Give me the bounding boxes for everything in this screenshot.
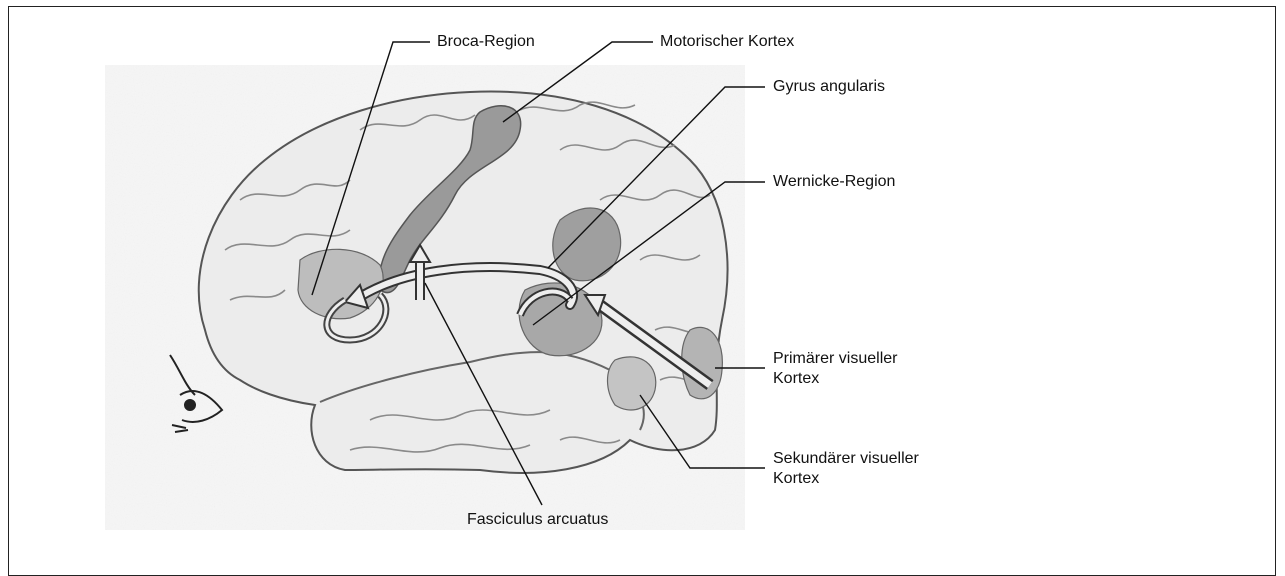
label-wernicke-region: Wernicke-Region <box>773 172 895 192</box>
label-fasciculus-arcuatus: Fasciculus arcuatus <box>467 510 608 530</box>
label-angular-gyrus: Gyrus angularis <box>773 77 885 97</box>
label-primary-visual-line2: Kortex <box>773 369 993 389</box>
label-motor-cortex: Motorischer Kortex <box>660 32 794 52</box>
label-broca-region: Broca-Region <box>437 32 535 52</box>
label-primary-visual-cortex: Primärer visueller Kortex <box>773 349 993 389</box>
label-primary-visual-line1: Primärer visueller <box>773 349 993 369</box>
label-secondary-visual-cortex: Sekundärer visueller Kortex <box>773 449 993 489</box>
label-secondary-visual-line1: Sekundärer visueller <box>773 449 993 469</box>
label-secondary-visual-line2: Kortex <box>773 469 993 489</box>
brain-diagram <box>0 0 1285 562</box>
secondary-visual-area <box>608 357 656 410</box>
